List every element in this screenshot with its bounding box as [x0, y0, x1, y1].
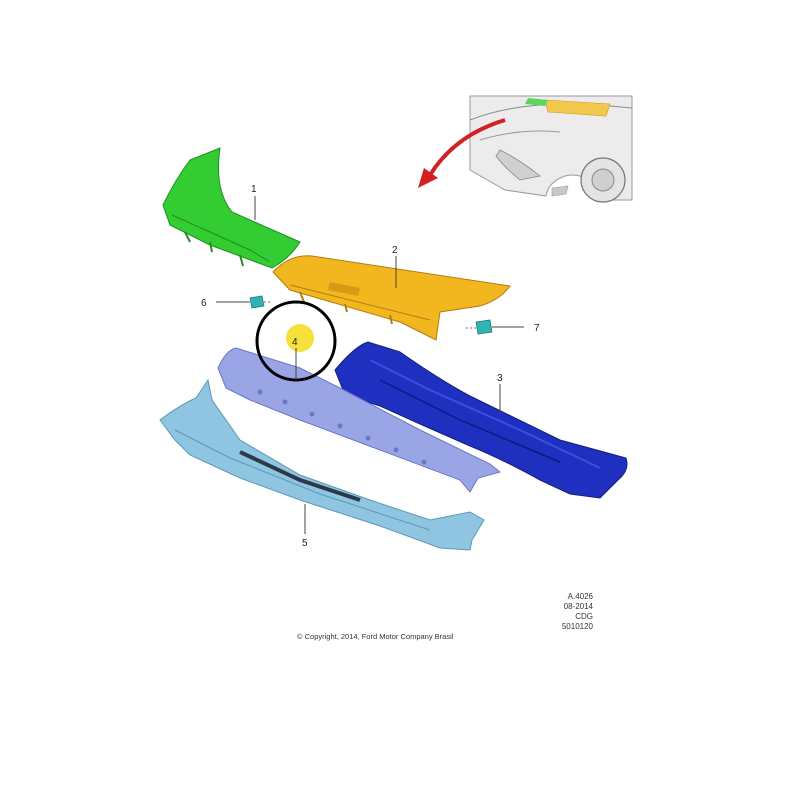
callout-1: 1	[251, 184, 257, 195]
part-2-yellow-cover	[272, 255, 511, 341]
callout-3: 3	[497, 373, 503, 384]
callout-6: 6	[201, 298, 207, 309]
copyright-notice: © Copyright, 2014, Ford Motor Company Br…	[297, 632, 454, 641]
cdg-code: CDG	[575, 612, 593, 621]
part-6-clip	[216, 295, 272, 309]
part-7-clip	[466, 319, 524, 335]
direction-arrow	[418, 118, 506, 188]
part-4-lavender-panel	[217, 347, 502, 493]
ref-code: A.4026	[567, 592, 593, 601]
part-3-blue-panel	[334, 341, 628, 499]
part-5-cyan-panel	[159, 378, 485, 551]
callout-5: 5	[302, 538, 308, 549]
callout-2: 2	[392, 245, 398, 256]
car-inset-illustration	[469, 95, 633, 203]
callout-4: 4	[292, 337, 298, 348]
date-code: 08-2014	[563, 602, 593, 611]
part-number: 5010120	[561, 622, 593, 631]
leader-lines	[254, 196, 501, 534]
part-1-green-cover	[162, 147, 301, 269]
callout-7: 7	[534, 323, 540, 334]
